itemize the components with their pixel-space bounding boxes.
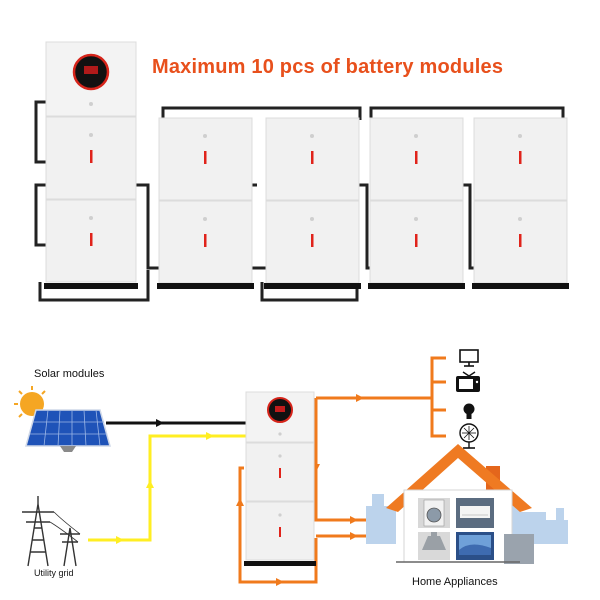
house-icon <box>366 444 568 564</box>
utility-grid-label: Utility grid <box>34 568 74 578</box>
washing-machine-icon <box>418 498 450 528</box>
bulb-icon <box>463 403 475 419</box>
fan-icon <box>459 423 479 449</box>
stack-base <box>472 283 569 289</box>
stack-base <box>157 283 254 289</box>
solar-flow-line <box>106 419 246 427</box>
television-icon <box>456 532 494 560</box>
solar-modules-label: Solar modules <box>34 368 105 380</box>
tv-icon <box>456 371 480 392</box>
battery-system-top <box>34 41 569 302</box>
grid-flow-line <box>88 432 246 544</box>
battery-module <box>473 200 568 284</box>
battery-stack-1 <box>44 41 138 289</box>
range-hood-icon <box>418 532 450 560</box>
inverter-battery-stack <box>244 391 316 566</box>
pylon-icon <box>22 496 81 567</box>
battery-module <box>158 200 253 284</box>
stack-base <box>264 283 361 289</box>
air-conditioner-icon <box>456 498 494 528</box>
battery-stack-3 <box>264 117 361 289</box>
solar-panel-icon <box>14 386 111 452</box>
home-appliances-label: Home Appliances <box>412 576 498 588</box>
battery-stack-5 <box>472 117 569 289</box>
battery-stack-2 <box>157 117 254 289</box>
battery-stack-4 <box>368 117 465 289</box>
stack-base <box>244 561 316 566</box>
stack-base <box>368 283 465 289</box>
page-title: Maximum 10 pcs of battery modules <box>152 56 504 78</box>
monitor-icon <box>459 349 479 367</box>
stack-base <box>44 283 138 289</box>
energy-flow-diagram <box>14 349 568 586</box>
